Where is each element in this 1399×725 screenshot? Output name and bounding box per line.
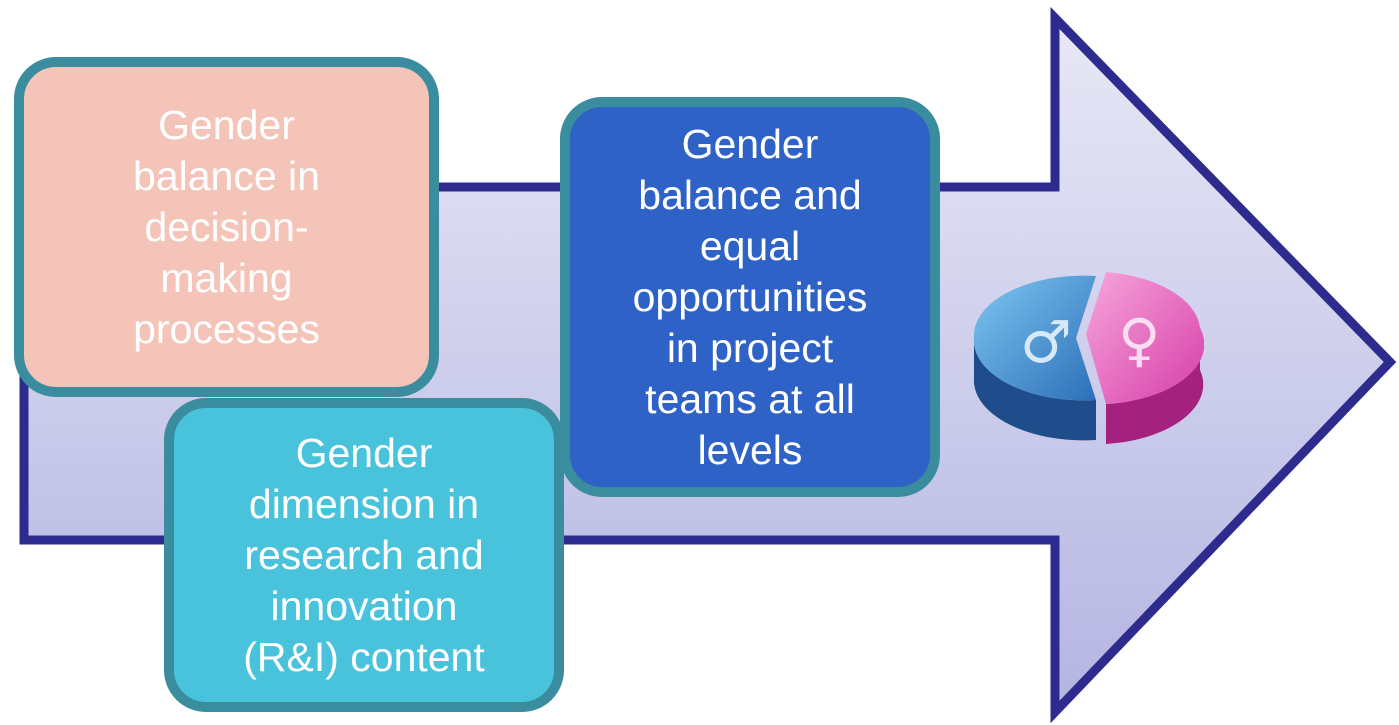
research-innovation-box: Gender dimension in research and innovat… — [164, 398, 564, 712]
decision-making-box: Gender balance in decision- making proce… — [14, 57, 439, 397]
gender-pie-chart-icon: ♂ ♀ — [968, 258, 1205, 455]
male-symbol-icon: ♂ — [1020, 308, 1072, 376]
female-symbol-icon: ♀ — [1118, 306, 1160, 374]
project-teams-box: Gender balance and equal opportunities i… — [560, 97, 940, 497]
